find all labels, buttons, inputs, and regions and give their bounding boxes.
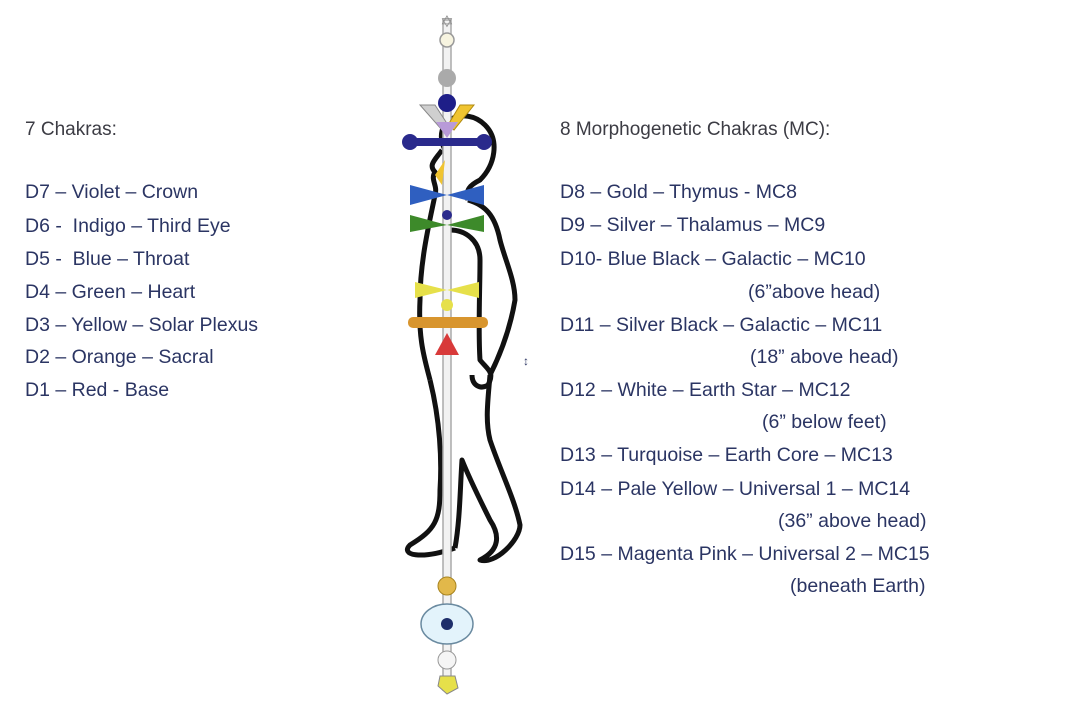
- left-item: D7 – Violet – Crown: [25, 181, 199, 203]
- mc-blue-black-point: [438, 94, 456, 112]
- right-heading: 8 Morphogenetic Chakras (MC):: [560, 119, 831, 140]
- right-item: D10- Blue Black – Galactic – MC10: [560, 248, 866, 270]
- left-item: D4 – Green – Heart: [25, 281, 196, 303]
- mc-pale-yellow-point: [439, 32, 455, 48]
- right-item: D12 – White – Earth Star – MC12: [560, 379, 851, 401]
- right-item: D15 – Magenta Pink – Universal 2 – MC15: [560, 543, 930, 565]
- right-item-note: (6”above head): [748, 281, 881, 303]
- right-item-note: (18” above head): [750, 346, 899, 368]
- right-item: D9 – Silver – Thalamus – MC9: [560, 214, 826, 236]
- right-item-note: (6” below feet): [762, 411, 887, 433]
- left-item: D1 – Red - Base: [25, 379, 170, 401]
- right-item: D13 – Turquoise – Earth Core – MC13: [560, 444, 893, 466]
- star-icon: ✡: [440, 14, 453, 31]
- chakra-blue: [410, 185, 484, 220]
- left-item: D3 – Yellow – Solar Plexus: [25, 314, 259, 336]
- chakra-body-figure: ✡ ↕: [402, 14, 529, 695]
- chakra-red: [435, 333, 459, 355]
- right-item-note: (36” above head): [778, 510, 927, 532]
- human-silhouette: [405, 113, 523, 564]
- right-item: D8 – Gold – Thymus - MC8: [560, 181, 797, 203]
- mc-gold-point: [437, 576, 457, 596]
- mc-silver-black-point: [438, 69, 456, 87]
- right-item: D14 – Pale Yellow – Universal 1 – MC14: [560, 478, 911, 500]
- mc-magenta-star: [437, 675, 459, 695]
- right-item: D11 – Silver Black – Galactic – MC11: [560, 314, 883, 336]
- left-heading: 7 Chakras:: [25, 119, 117, 140]
- chakra-green: [410, 215, 484, 232]
- small-mark: ↕: [523, 354, 529, 368]
- chakra-orange: [408, 317, 488, 328]
- mc-white-point: [437, 650, 457, 670]
- chakra-indigo: [402, 134, 492, 150]
- left-item: D5 - Blue – Throat: [25, 248, 190, 270]
- right-item-note: (beneath Earth): [790, 575, 926, 597]
- left-item: D2 – Orange – Sacral: [25, 346, 214, 368]
- chakra-yellow: [415, 282, 479, 311]
- left-item: D6 - Indigo – Third Eye: [25, 215, 231, 237]
- mc-earth-core-point: [441, 618, 453, 630]
